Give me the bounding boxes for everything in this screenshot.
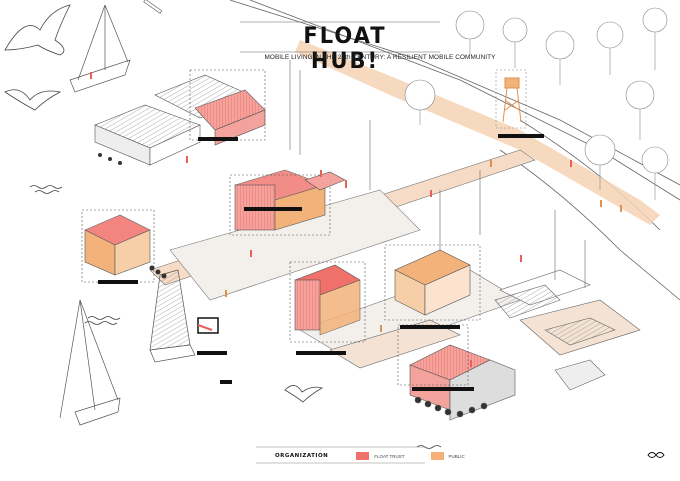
unit-label-tag [197,351,227,355]
sailboat-icon [59,4,131,426]
infinity-logo-icon [647,452,665,458]
float-wheels [98,153,167,279]
tree-icon [404,7,669,200]
legend-swatch [430,452,444,460]
public-unit [289,244,481,343]
unit-label-tag [412,387,474,391]
moored-boats [289,60,616,391]
unit-label-tag [244,207,302,211]
pier [329,319,461,369]
unit-label-tag [220,380,232,384]
person-icon [90,72,572,367]
legend-label: FLOAT TRUST [374,453,405,459]
legend-heading: ORGANIZATION [275,453,329,459]
poster-subtitle: MOBILE LIVING IN THE 21th CENTURY: A RES… [264,54,496,61]
unit-label-tag [296,351,346,355]
houseboat [94,69,266,166]
float-trust-unit [81,209,155,283]
float-trust-unit [397,324,516,421]
watchtower-icon [502,77,522,123]
float-trust-unit [229,169,346,236]
legend-label: PUBLIC [448,453,465,459]
unit-label-tag [98,280,138,284]
legend-swatch [356,452,370,460]
bird-icon [4,4,323,403]
tower [149,269,196,363]
legend-item-public: PUBLIC [430,452,465,460]
legend: ORGANIZATION FLOAT TRUST PUBLIC [275,452,491,460]
legend-item-float-trust: FLOAT TRUST [356,452,405,460]
unit-label-tag [198,137,238,141]
poster-title: FLOAT HUB! [303,22,387,74]
person-icon [225,160,622,332]
wave-icon [29,185,442,449]
unit-label-tag [400,325,460,329]
unit-label-tag [498,134,544,138]
public-path [295,40,660,225]
